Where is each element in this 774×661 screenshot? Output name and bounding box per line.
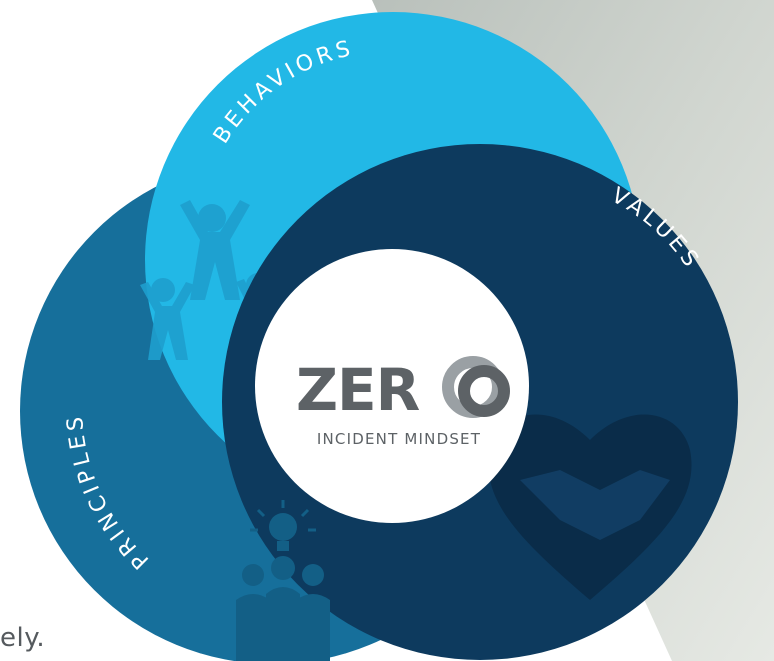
lightbulb-team-icon: [236, 500, 330, 661]
zero-o-logo-icon: [442, 356, 510, 418]
logo-subtitle: INCIDENT MINDSET: [317, 430, 481, 448]
handshake-heart-icon: [488, 414, 692, 600]
footer-text-fragment: ely.: [0, 623, 46, 653]
logo-zer-text: ZER: [296, 356, 420, 424]
center-circle: [255, 249, 529, 523]
